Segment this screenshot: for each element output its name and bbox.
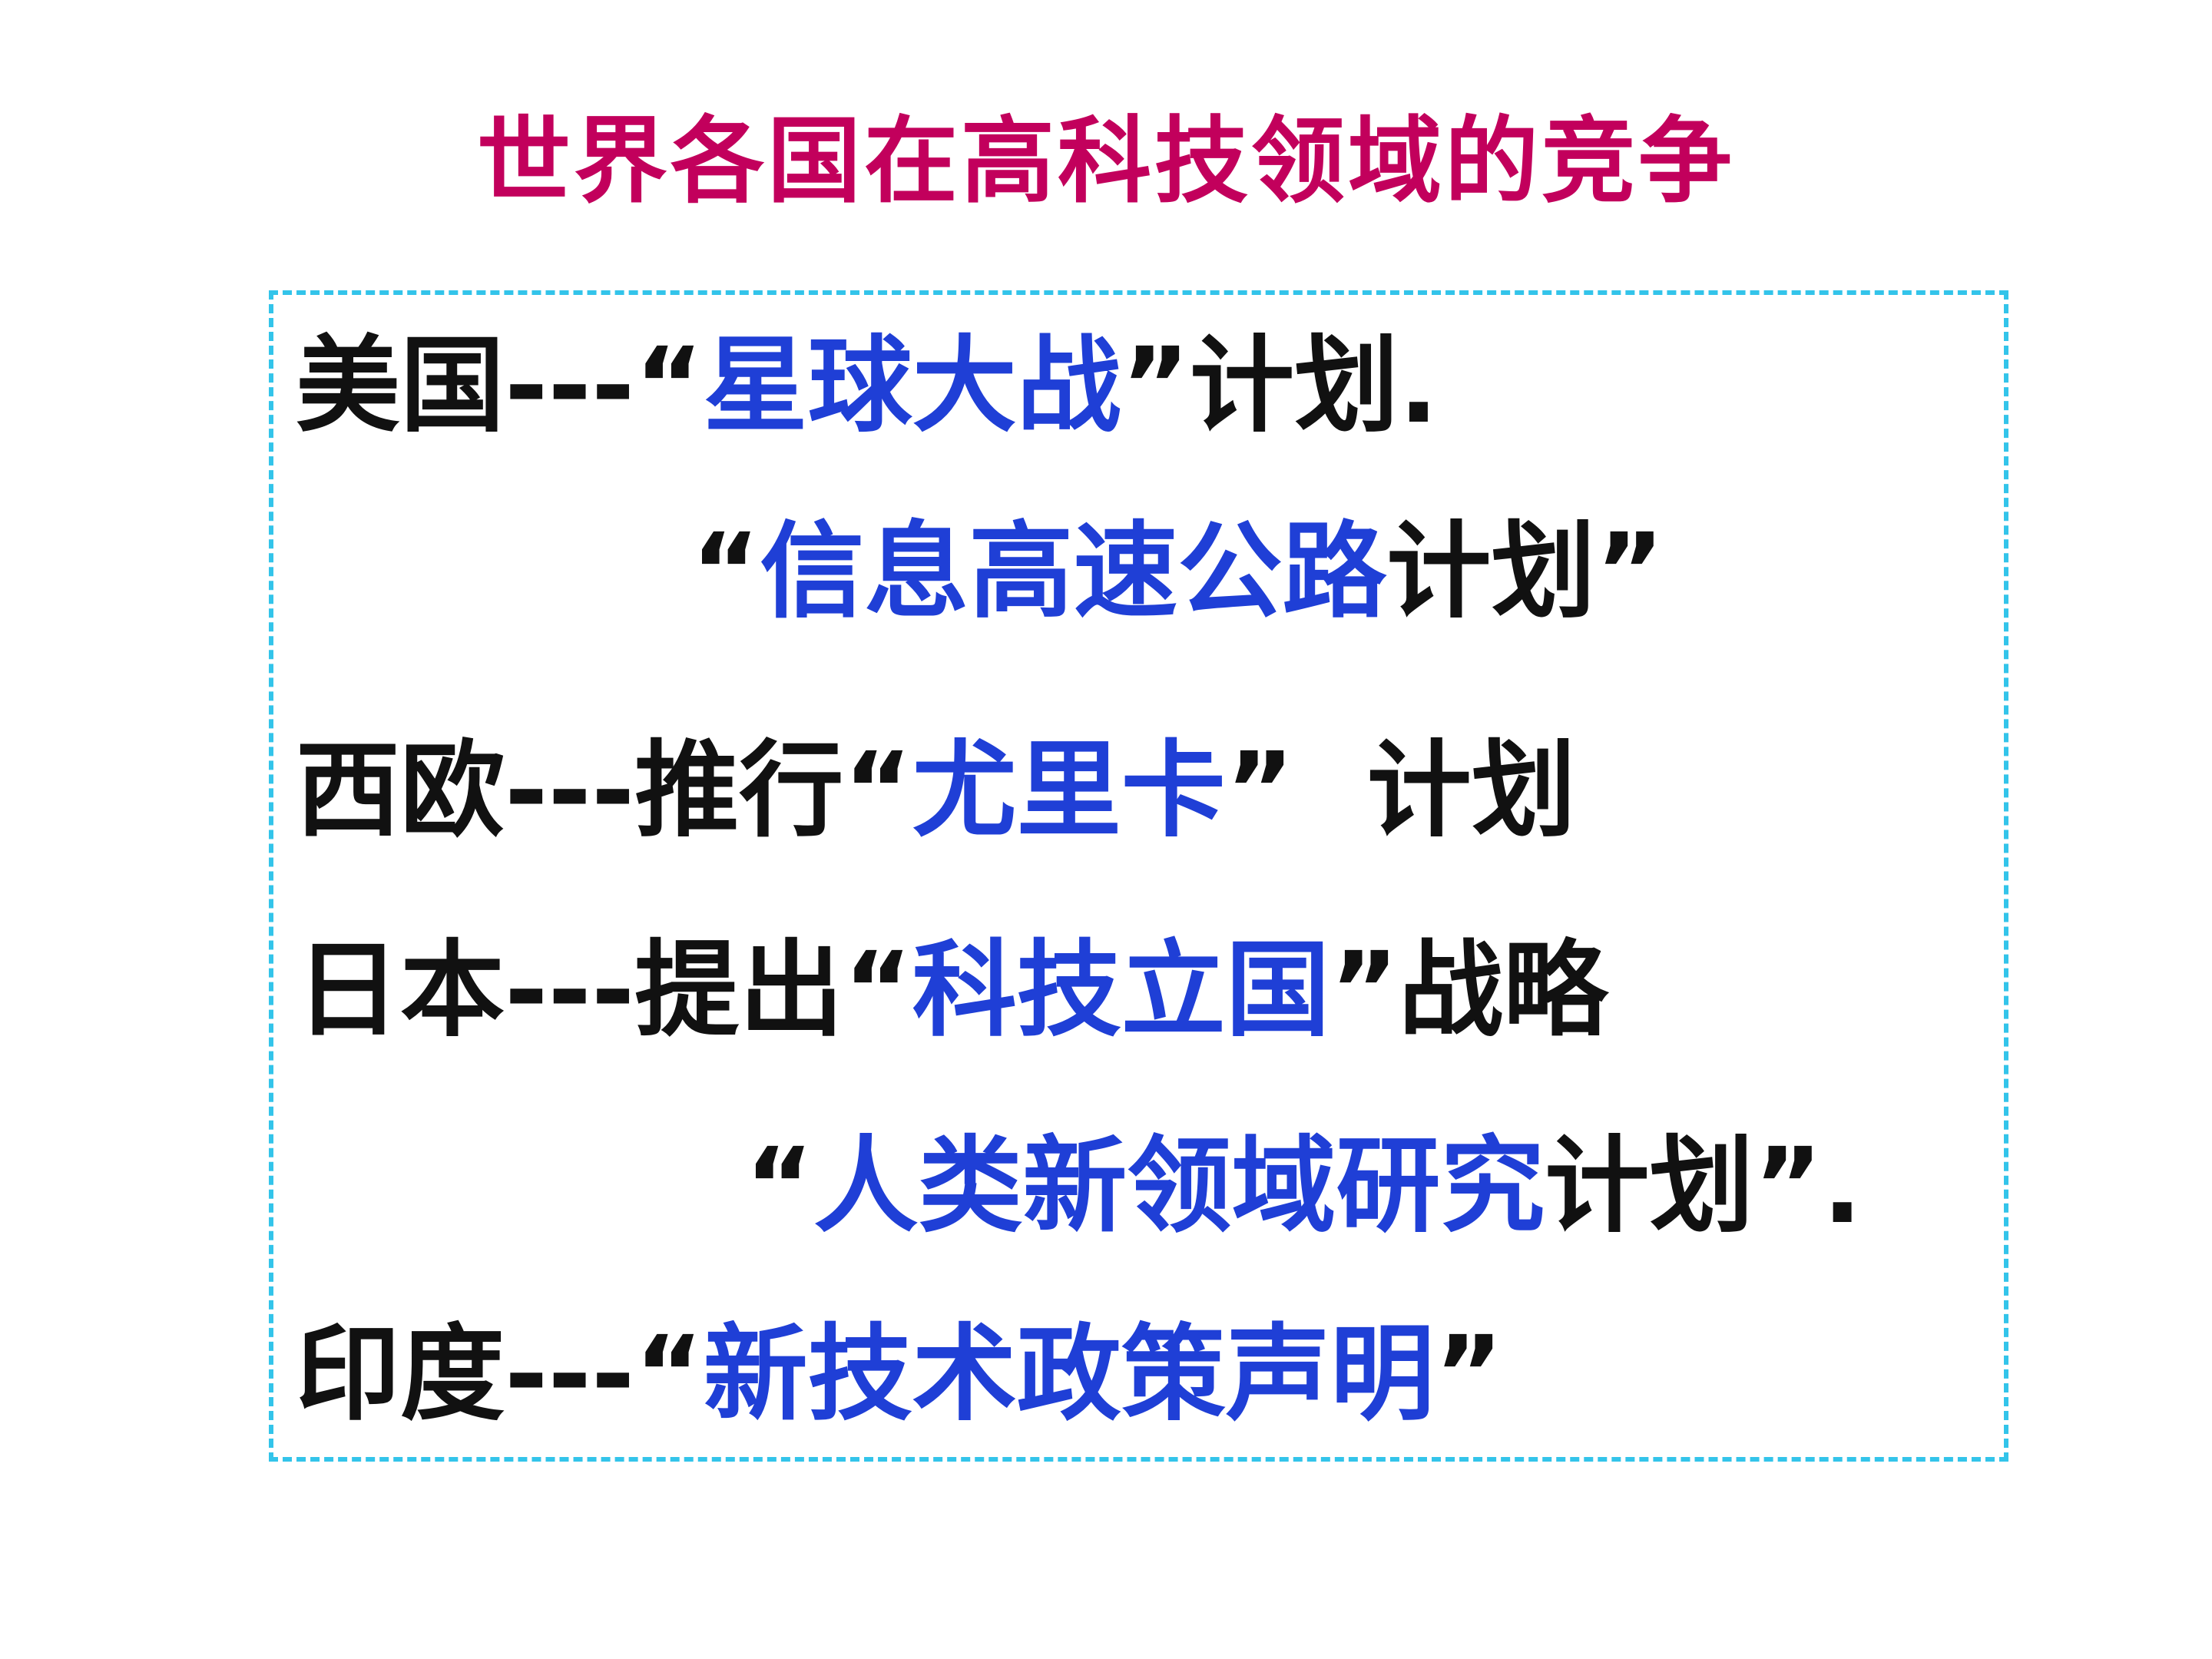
line-segment: 计划” bbox=[1386, 512, 1664, 633]
content-box bbox=[269, 290, 2008, 1462]
line-segment: 美国---“ bbox=[296, 326, 704, 447]
line-segment: 日本---提出“ bbox=[296, 930, 912, 1051]
line-usa: 美国---“星球大战”计划. bbox=[296, 321, 1439, 452]
line-segment: “ bbox=[691, 512, 760, 633]
line-segment: “ bbox=[745, 1126, 814, 1247]
line-usa-continued: “信息高速公路计划” bbox=[691, 507, 1664, 637]
line-segment: 印度---“ bbox=[296, 1314, 704, 1435]
line-western-europe: 西欧---推行“尤里卡” 计划 bbox=[296, 726, 1576, 856]
line-segment: ” bbox=[1434, 1314, 1504, 1435]
line-segment: ”计划. bbox=[1121, 326, 1439, 447]
line-segment-highlight: 科技立国 bbox=[912, 930, 1330, 1051]
line-segment: ” 计划 bbox=[1225, 730, 1576, 852]
line-segment: 西欧---推行“ bbox=[296, 730, 912, 852]
line-japan-continued: “人类新领域研究计划”. bbox=[745, 1121, 1862, 1252]
line-segment-highlight: 信息高速公路 bbox=[760, 512, 1387, 633]
slide-title: 世界各国在高科技领域的竞争 bbox=[477, 107, 1735, 216]
line-segment-highlight: 人类新领域研究 bbox=[813, 1126, 1545, 1247]
line-segment-highlight: 新技术政策声明 bbox=[703, 1314, 1435, 1435]
line-segment-highlight: 尤里卡 bbox=[912, 730, 1226, 852]
line-japan: 日本---提出“科技立国”战略 bbox=[296, 926, 1608, 1056]
line-segment-highlight: 星球大战 bbox=[703, 326, 1121, 447]
line-segment: 计划”. bbox=[1545, 1126, 1863, 1247]
line-india: 印度---“新技术政策声明” bbox=[296, 1310, 1503, 1440]
line-segment: ”战略 bbox=[1330, 930, 1608, 1051]
